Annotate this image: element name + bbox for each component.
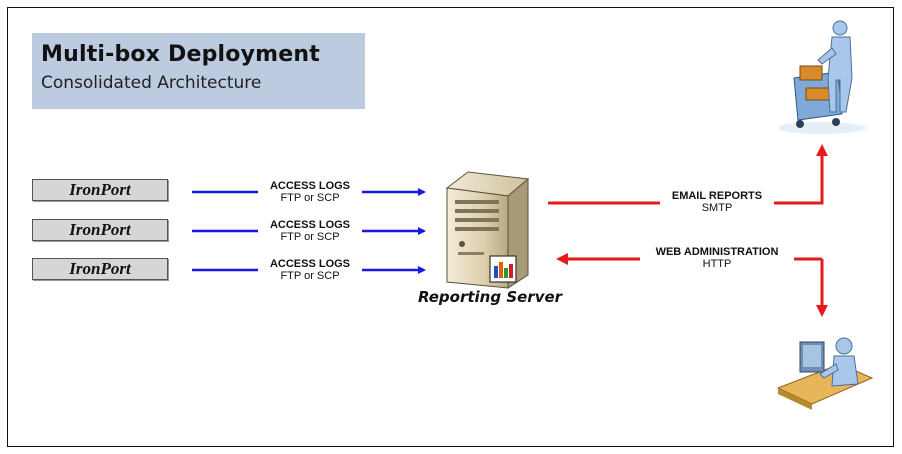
ironport-device-1: IronPort — [32, 179, 168, 201]
email-reports-protocol: EMAIL REPORTS — [671, 190, 763, 202]
web-admin-transport: HTTP — [702, 258, 732, 270]
email-reports-arrow — [548, 144, 828, 205]
report-chart-icon — [489, 255, 517, 283]
diagram-subtitle: Consolidated Architecture — [41, 73, 262, 93]
ironport-device-2: IronPort — [32, 219, 168, 241]
admin-workstation-icon — [776, 337, 874, 410]
email-reports-label: EMAIL REPORTS SMTP — [660, 190, 774, 214]
ironport-device-3: IronPort — [32, 258, 168, 280]
access-log-transport-3: FTP or SCP — [280, 270, 340, 282]
access-log-transport-1: FTP or SCP — [280, 192, 340, 204]
reporting-server-label: Reporting Server — [417, 288, 563, 306]
access-log-transport-2: FTP or SCP — [280, 231, 340, 243]
diagram-title: Multi-box Deployment — [41, 42, 320, 67]
access-log-label-3: ACCESS LOGS FTP or SCP — [258, 258, 362, 282]
web-admin-label: WEB ADMINISTRATION HTTP — [640, 246, 794, 270]
access-log-protocol-2: ACCESS LOGS — [269, 219, 351, 231]
access-log-label-1: ACCESS LOGS FTP or SCP — [258, 180, 362, 204]
email-reports-transport: SMTP — [701, 202, 733, 214]
access-log-protocol-3: ACCESS LOGS — [269, 258, 351, 270]
web-admin-protocol: WEB ADMINISTRATION — [655, 246, 779, 258]
access-log-protocol-1: ACCESS LOGS — [269, 180, 351, 192]
access-log-label-2: ACCESS LOGS FTP or SCP — [258, 219, 362, 243]
mail-clerk-icon — [778, 20, 866, 134]
title-box: Multi-box Deployment Consolidated Archit… — [32, 33, 365, 109]
